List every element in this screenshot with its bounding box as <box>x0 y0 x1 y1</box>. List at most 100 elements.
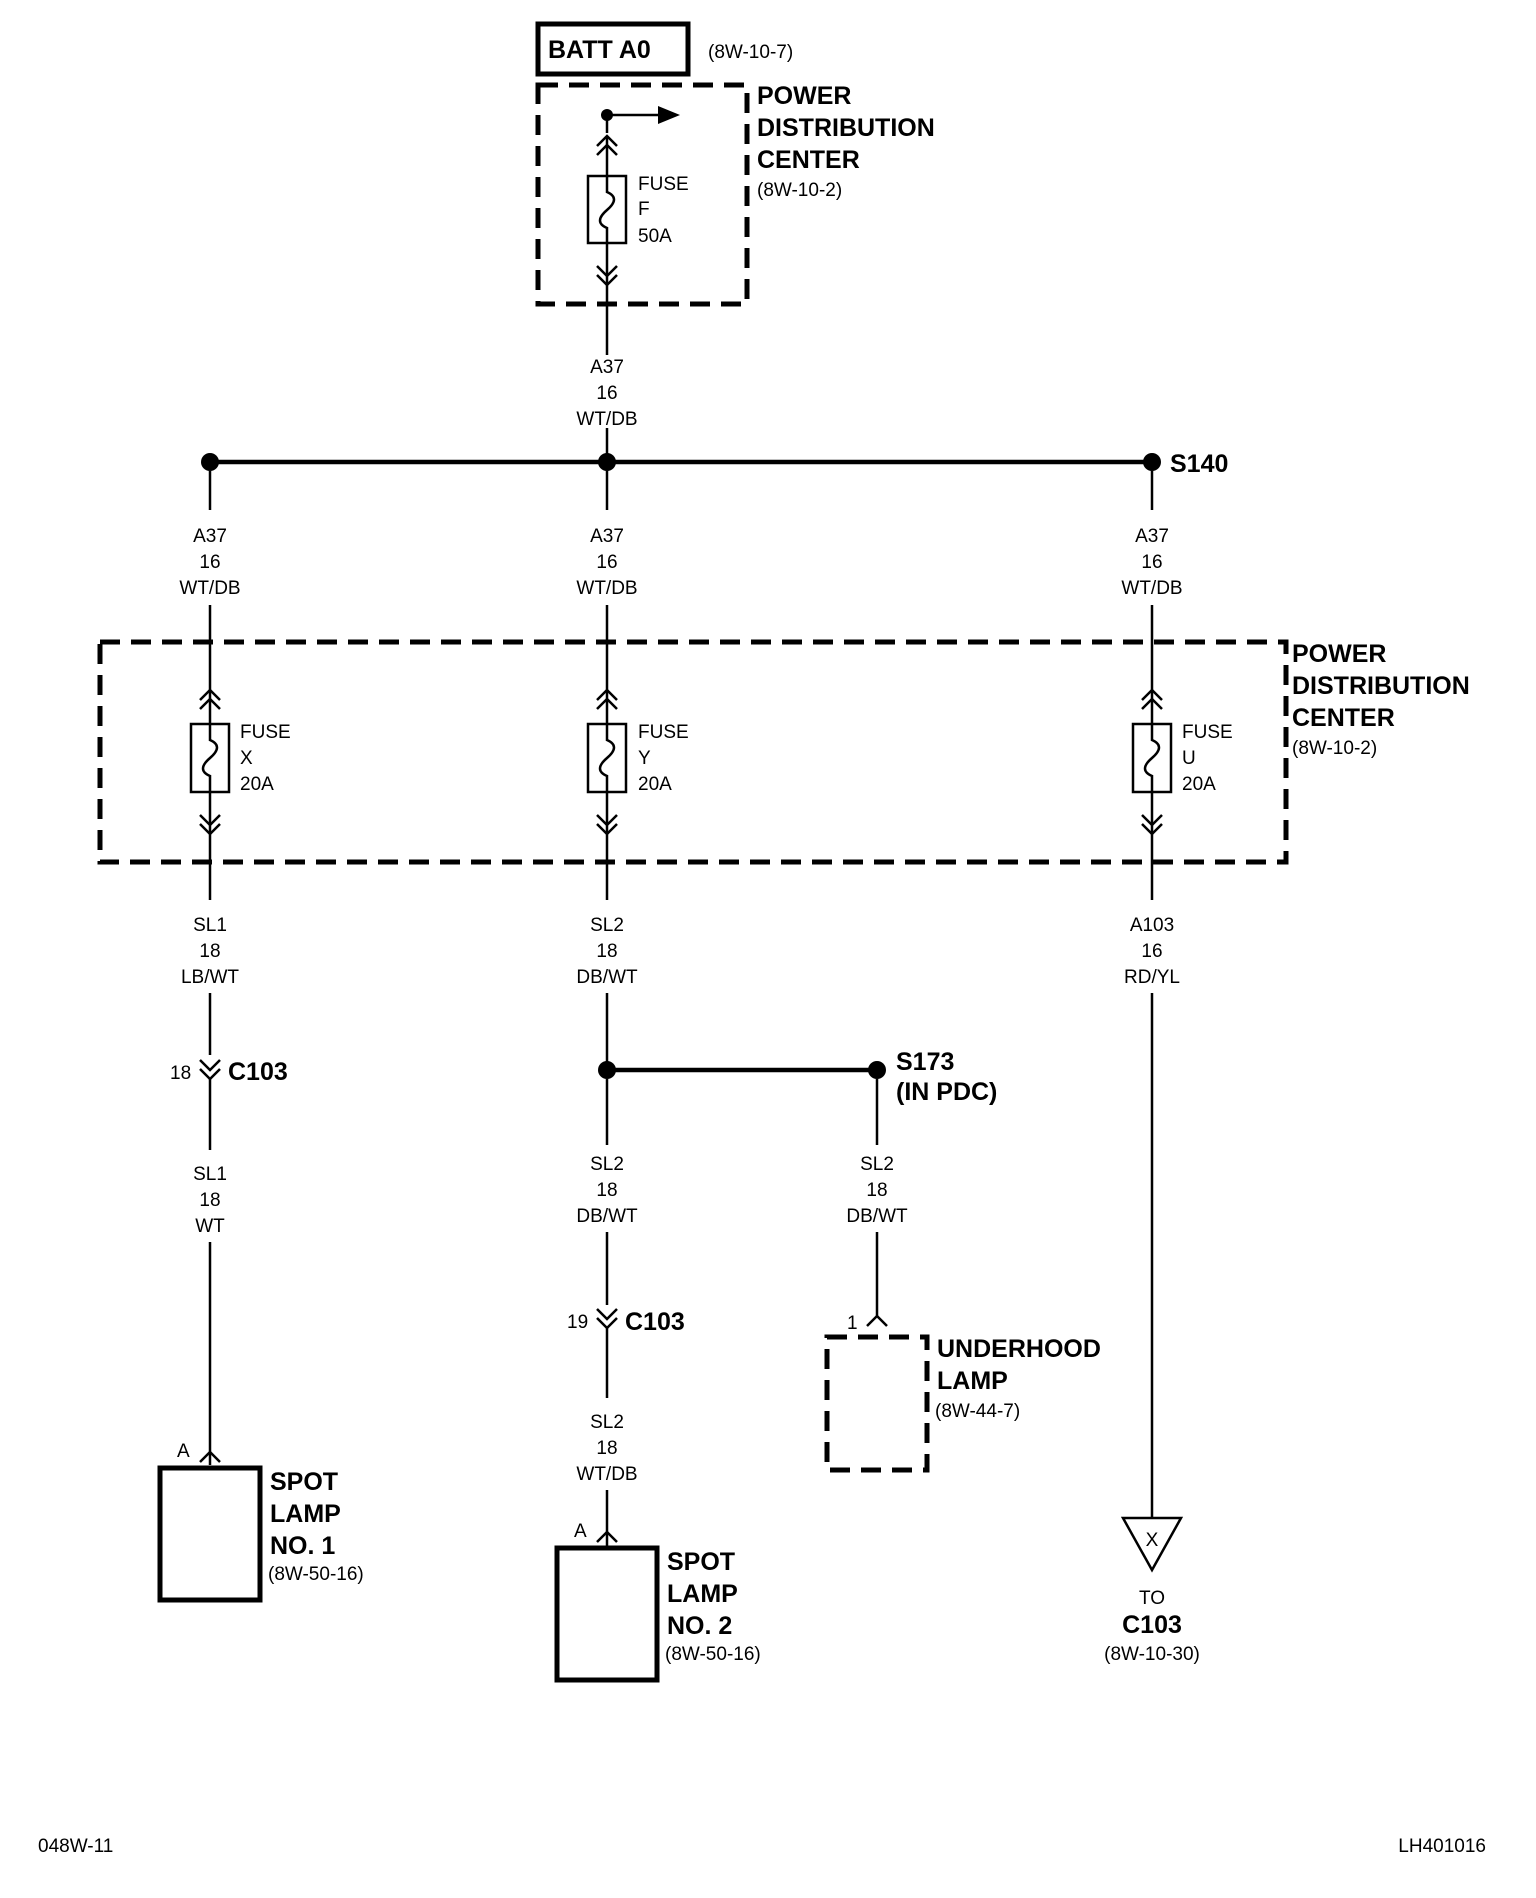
fuse-y: FUSE Y 20A <box>586 688 689 836</box>
svg-text:SL2: SL2 <box>590 1412 624 1433</box>
svg-text:20A: 20A <box>1182 774 1216 795</box>
connector-name: C103 <box>228 1058 288 1086</box>
svg-text:LB/WT: LB/WT <box>181 967 239 988</box>
fuse-x: FUSE X 20A <box>189 688 291 836</box>
splice-node <box>598 453 616 471</box>
power-arrow-icon <box>658 106 680 124</box>
pdc-main-ref: (8W-10-2) <box>1292 738 1377 759</box>
svg-text:16: 16 <box>1141 941 1162 962</box>
splice-s140-label: S140 <box>1170 450 1228 478</box>
wire-label-sl2-b: SL2 18 DB/WT <box>576 1154 638 1227</box>
pdc-main: POWER DISTRIBUTION CENTER (8W-10-2) FUSE… <box>97 639 1470 865</box>
connector-name: C103 <box>625 1308 685 1336</box>
connector-chevron-icon <box>866 1314 888 1327</box>
splice-node <box>868 1061 886 1079</box>
svg-text:18: 18 <box>596 1438 617 1459</box>
svg-text:DB/WT: DB/WT <box>846 1206 908 1227</box>
footer-right-code: LH401016 <box>1398 1836 1486 1857</box>
pdc-top-title-3: CENTER <box>757 146 860 174</box>
svg-text:C103: C103 <box>1122 1611 1182 1639</box>
pdc-top-ref: (8W-10-2) <box>757 180 842 201</box>
batt-a0-box <box>535 21 691 77</box>
svg-text:RD/YL: RD/YL <box>1124 967 1180 988</box>
connector-chevron-icon <box>596 1308 618 1321</box>
svg-text:UNDERHOOD: UNDERHOOD <box>937 1335 1101 1363</box>
fuse-f-label-2: F <box>638 199 650 220</box>
pdc-main-title-1: POWER <box>1292 640 1386 668</box>
pdc-top: POWER DISTRIBUTION CENTER (8W-10-2) FUSE… <box>535 82 935 307</box>
svg-text:18: 18 <box>596 1180 617 1201</box>
underhood-lamp-pin: 1 <box>847 1313 858 1334</box>
spot-lamp-1: A SPOT LAMP NO. 1 (8W-50-16) <box>157 1441 364 1603</box>
fuse-f: FUSE F 50A <box>586 134 689 287</box>
svg-text:(IN PDC): (IN PDC) <box>896 1078 997 1106</box>
to-c103-reference: X TO C103 (8W-10-30) <box>1104 1516 1200 1665</box>
pdc-top-outline <box>535 82 750 307</box>
svg-text:FUSE: FUSE <box>240 722 291 743</box>
svg-text:LAMP: LAMP <box>937 1367 1008 1395</box>
svg-text:WT/DB: WT/DB <box>576 578 637 599</box>
pdc-top-title-1: POWER <box>757 82 851 110</box>
batt-a0-block: BATT A0 (8W-10-7) <box>535 21 793 77</box>
svg-text:16: 16 <box>1141 552 1162 573</box>
svg-text:DB/WT: DB/WT <box>576 967 638 988</box>
connector-pin: 19 <box>567 1312 588 1333</box>
wire-label-sl2-a: SL2 18 DB/WT <box>576 915 638 988</box>
svg-text:A37: A37 <box>193 526 227 547</box>
svg-text:WT/DB: WT/DB <box>576 409 637 430</box>
svg-text:SL2: SL2 <box>590 1154 624 1175</box>
splice-node <box>1143 453 1161 471</box>
splice-s140-bus: S140 <box>201 450 1228 478</box>
svg-text:20A: 20A <box>240 774 274 795</box>
svg-text:SL2: SL2 <box>860 1154 894 1175</box>
wire-label-top: A37 16 WT/DB <box>576 357 637 430</box>
batt-a0-label: BATT A0 <box>548 36 651 64</box>
spot-lamp-1-box <box>157 1465 263 1603</box>
svg-text:18: 18 <box>866 1180 887 1201</box>
connector-chevron-icon <box>199 1059 221 1072</box>
svg-text:(8W-44-7): (8W-44-7) <box>935 1401 1020 1422</box>
svg-text:NO. 2: NO. 2 <box>667 1612 732 1640</box>
svg-text:18: 18 <box>199 1190 220 1211</box>
wire-label-sl2-d: SL2 18 WT/DB <box>576 1412 637 1485</box>
wire-label-sl2-c: SL2 18 DB/WT <box>846 1154 908 1227</box>
wire-label-sl1-b: SL1 18 WT <box>193 1164 227 1237</box>
svg-text:WT/DB: WT/DB <box>179 578 240 599</box>
svg-text:TO: TO <box>1139 1588 1165 1609</box>
svg-text:20A: 20A <box>638 774 672 795</box>
wire-label-a103: A103 16 RD/YL <box>1124 915 1180 988</box>
spot-lamp-1-pin: A <box>177 1441 190 1462</box>
pdc-main-title-2: DISTRIBUTION <box>1292 672 1470 700</box>
spot-lamp-2-box <box>554 1545 660 1683</box>
svg-text:SL1: SL1 <box>193 915 227 936</box>
svg-text:A37: A37 <box>1135 526 1169 547</box>
svg-text:U: U <box>1182 748 1196 769</box>
svg-text:WT: WT <box>195 1216 225 1237</box>
connector-pin: 18 <box>170 1063 191 1084</box>
svg-text:SL1: SL1 <box>193 1164 227 1185</box>
svg-text:DB/WT: DB/WT <box>576 1206 638 1227</box>
underhood-lamp: 1 UNDERHOOD LAMP (8W-44-7) <box>824 1313 1101 1473</box>
svg-text:WT/DB: WT/DB <box>576 1464 637 1485</box>
svg-text:WT/DB: WT/DB <box>1121 578 1182 599</box>
svg-text:SL2: SL2 <box>590 915 624 936</box>
fuse-u: FUSE U 20A <box>1131 688 1233 836</box>
svg-text:SPOT: SPOT <box>667 1548 735 1576</box>
pdc-main-outline <box>97 639 1289 865</box>
svg-text:NO. 1: NO. 1 <box>270 1532 335 1560</box>
splice-node <box>598 1061 616 1079</box>
svg-text:LAMP: LAMP <box>667 1580 738 1608</box>
svg-text:18: 18 <box>199 941 220 962</box>
splice-s173: S173 (IN PDC) <box>598 1048 997 1106</box>
svg-text:16: 16 <box>199 552 220 573</box>
batt-a0-ref: (8W-10-7) <box>708 42 793 63</box>
svg-text:A37: A37 <box>590 357 624 378</box>
svg-text:16: 16 <box>596 552 617 573</box>
svg-text:A103: A103 <box>1130 915 1174 936</box>
svg-text:FUSE: FUSE <box>1182 722 1233 743</box>
svg-text:A37: A37 <box>590 526 624 547</box>
svg-text:(8W-50-16): (8W-50-16) <box>268 1564 364 1585</box>
spot-lamp-2-pin: A <box>574 1521 587 1542</box>
connector-c103-pin19: 19 C103 <box>567 1308 685 1336</box>
